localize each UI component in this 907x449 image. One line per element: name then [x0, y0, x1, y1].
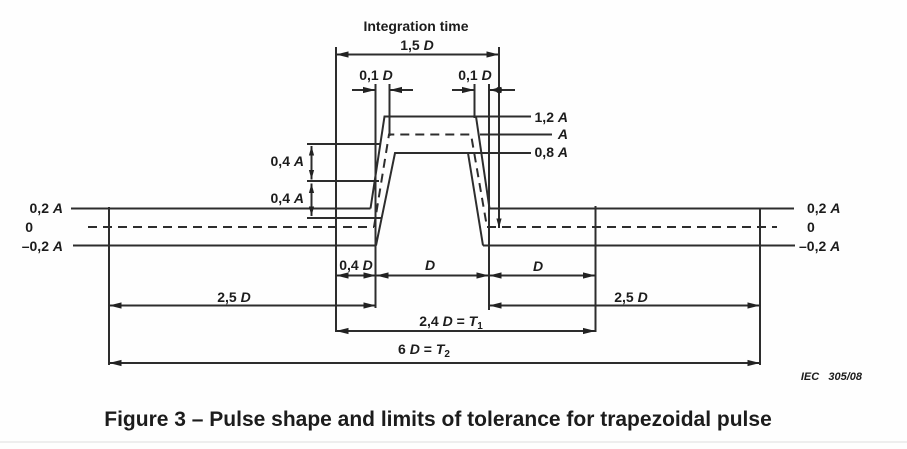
svg-text:–0,2 A: –0,2 A: [799, 238, 840, 254]
svg-text:0,1 D: 0,1 D: [458, 67, 491, 83]
svg-text:Integration time: Integration time: [363, 18, 468, 34]
svg-text:D: D: [425, 257, 435, 273]
svg-text:1,5 D: 1,5 D: [400, 37, 433, 53]
svg-text:0: 0: [25, 219, 33, 235]
svg-text:0,4 A: 0,4 A: [271, 190, 304, 206]
svg-text:0,2 A: 0,2 A: [807, 200, 840, 216]
svg-text:2,5 D: 2,5 D: [217, 289, 250, 305]
svg-text:D: D: [533, 258, 543, 274]
svg-text:Figure 3 – Pulse shape and lim: Figure 3 – Pulse shape and limits of tol…: [104, 408, 772, 431]
svg-text:0,4 D: 0,4 D: [339, 257, 372, 273]
svg-text:A: A: [557, 126, 568, 142]
svg-text:–0,2 A: –0,2 A: [22, 238, 63, 254]
svg-text:6 D = T2: 6 D = T2: [398, 341, 450, 360]
svg-text:IEC 305/08: IEC 305/08: [801, 371, 863, 383]
svg-text:2,5 D: 2,5 D: [614, 289, 647, 305]
svg-text:0,2 A: 0,2 A: [30, 200, 63, 216]
svg-text:0: 0: [807, 219, 815, 235]
svg-text:0,4 A: 0,4 A: [271, 153, 304, 169]
svg-text:0,8 A: 0,8 A: [535, 144, 568, 160]
svg-text:2,4 D = T1: 2,4 D = T1: [419, 313, 483, 332]
svg-text:1,2 A: 1,2 A: [535, 109, 568, 125]
svg-text:0,1 D: 0,1 D: [359, 67, 392, 83]
